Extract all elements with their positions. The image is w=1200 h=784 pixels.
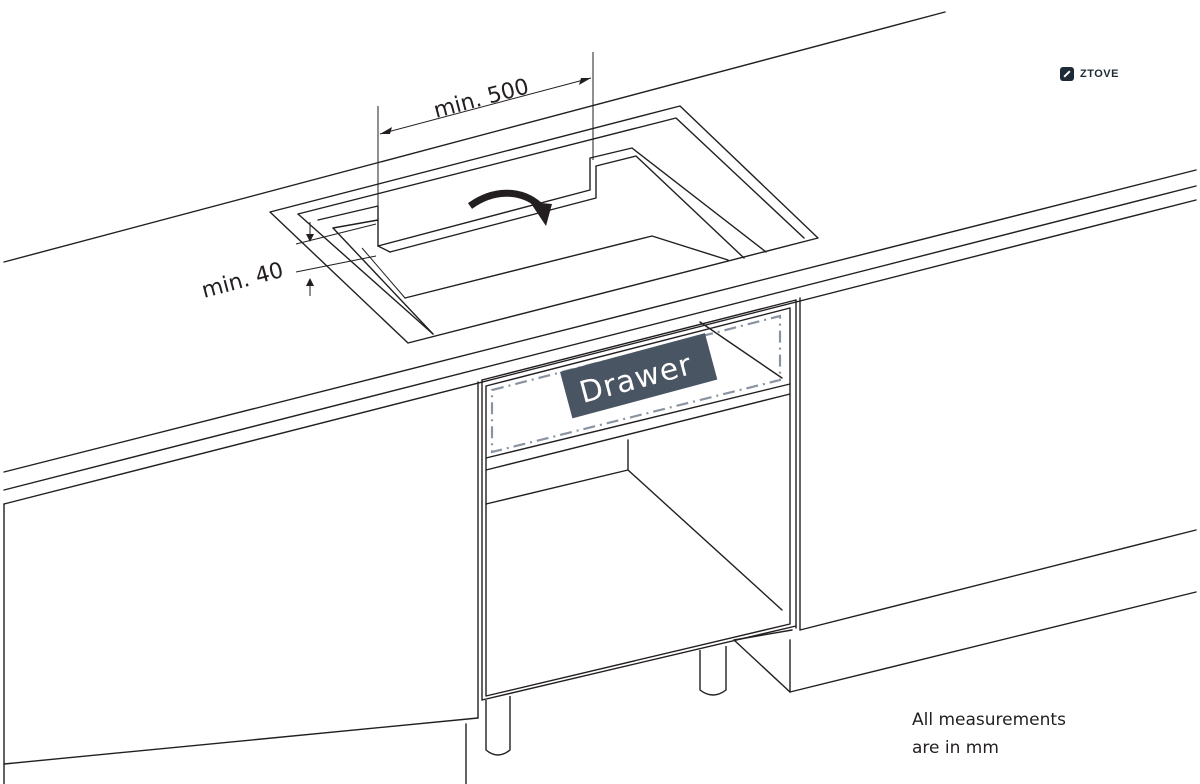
- right-cabinet: [733, 297, 1197, 693]
- brand-logo: ZTOVE: [1060, 64, 1119, 84]
- measurement-note-line1: All measurements: [912, 710, 1066, 730]
- drawer-label-box: [560, 333, 718, 419]
- hob-cutout: [269, 105, 819, 344]
- countertop: [3, 11, 1197, 505]
- depth-dimension: [295, 222, 377, 296]
- measurement-note-line2: are in mm: [912, 738, 999, 758]
- ztove-logo-icon: [1060, 67, 1074, 81]
- cabinet-legs: [485, 646, 727, 756]
- center-cabinet: [481, 299, 797, 701]
- rotate-arrow-icon: [467, 189, 552, 226]
- drawer-label: Drawer: [560, 333, 718, 419]
- depth-dimension-label: min. 40: [199, 258, 286, 304]
- brand-name: ZTOVE: [1080, 68, 1119, 80]
- measurement-note: All measurements are in mm: [912, 706, 1112, 762]
- width-dimension: [377, 52, 594, 206]
- width-dimension-label: min. 500: [431, 74, 532, 123]
- left-cabinet: [3, 381, 479, 784]
